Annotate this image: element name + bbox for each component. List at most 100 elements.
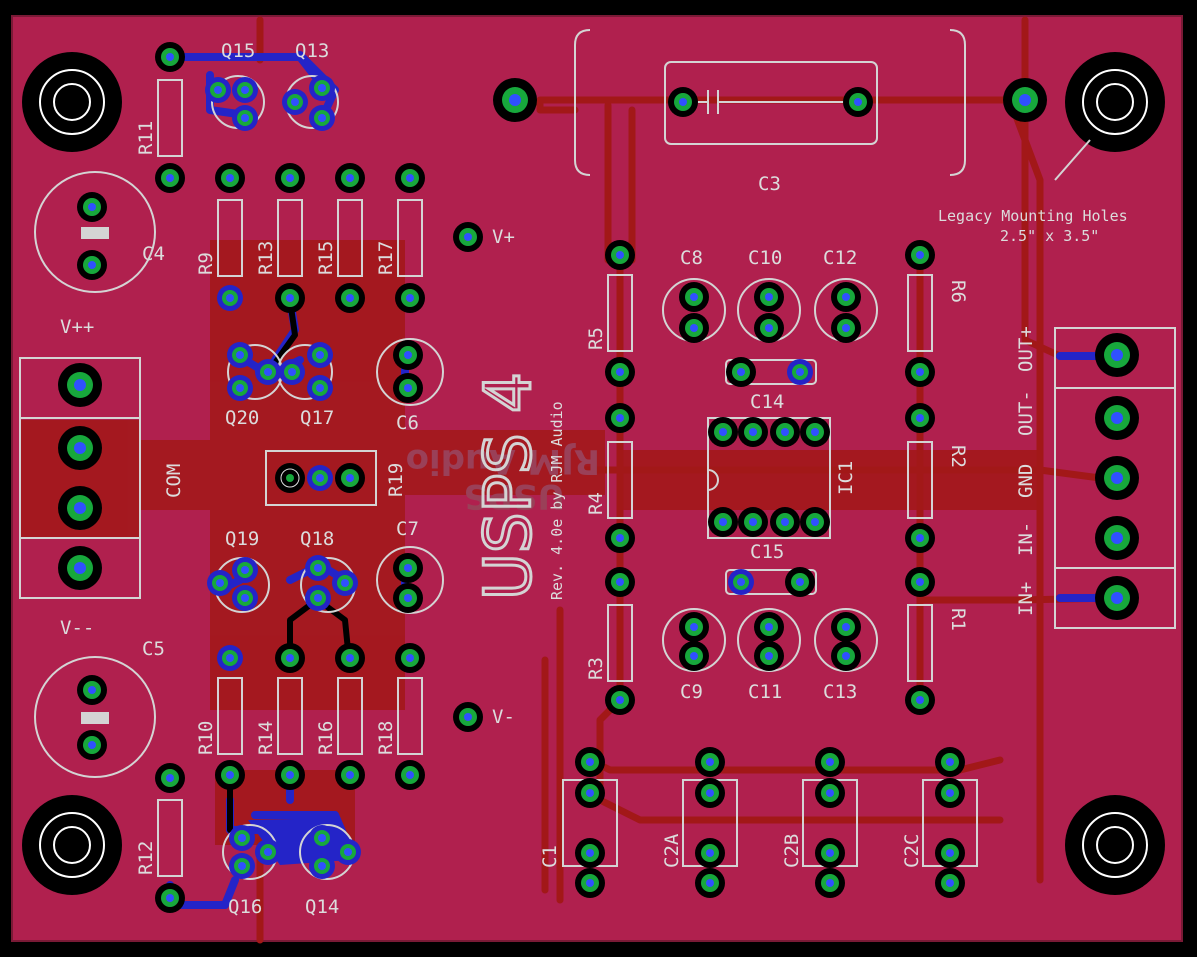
pad-drill	[842, 652, 850, 660]
pad-drill	[781, 428, 789, 436]
label-out-minus: OUT-	[1015, 390, 1037, 436]
pad-drill	[346, 654, 354, 662]
label-c1: C1	[539, 845, 561, 868]
pad-drill	[916, 368, 924, 376]
label-in-minus: IN-	[1015, 522, 1037, 556]
pad-drill	[706, 849, 714, 857]
pad-drill	[765, 293, 773, 301]
pad-drill	[88, 261, 96, 269]
pad-drill	[406, 771, 414, 779]
label-c11: C11	[748, 681, 782, 703]
label-r14: R14	[255, 721, 277, 755]
label-r16: R16	[315, 721, 337, 755]
pad-drill	[74, 442, 86, 454]
label-c13: C13	[823, 681, 857, 703]
pad-drill	[88, 203, 96, 211]
pad-drill	[74, 379, 86, 391]
label-c8: C8	[680, 247, 703, 269]
pad-drill	[826, 849, 834, 857]
pad-drill	[811, 518, 819, 526]
pad-drill	[796, 578, 804, 586]
pad-drill	[318, 834, 326, 842]
pad-drill	[1111, 412, 1123, 424]
pad-drill	[346, 474, 354, 482]
label-r17: R17	[375, 241, 397, 275]
pad-drill	[781, 518, 789, 526]
pad-drill	[318, 862, 326, 870]
pad-drill	[749, 518, 757, 526]
label-q14: Q14	[305, 896, 339, 918]
label-r4: R4	[585, 492, 607, 515]
pad-drill	[344, 848, 352, 856]
pad-drill	[690, 652, 698, 660]
pad-drill	[690, 293, 698, 301]
pad-drill	[916, 696, 924, 704]
pad-drill	[236, 351, 244, 359]
pads	[58, 42, 1139, 913]
label-c3: C3	[758, 173, 781, 195]
pad-drill	[946, 789, 954, 797]
pad-drill	[706, 758, 714, 766]
pad-drill	[842, 623, 850, 631]
pad-drill	[616, 251, 624, 259]
note-line-1: Legacy Mounting Holes	[938, 207, 1128, 225]
pad-drill	[316, 474, 324, 482]
board-title: USPS 4	[472, 372, 546, 600]
bottom-silk-text: RJM Audio USPS	[406, 441, 600, 516]
pad-drill	[719, 428, 727, 436]
pad-drill	[291, 98, 299, 106]
pad-drill	[226, 294, 234, 302]
pad-drill	[166, 774, 174, 782]
pad-drill	[719, 518, 727, 526]
label-r19: R19	[385, 463, 407, 497]
pad-drill	[916, 578, 924, 586]
pad-drill	[286, 654, 294, 662]
pad-drill	[406, 294, 414, 302]
label-vmm: V--	[60, 617, 94, 639]
pad-drill	[346, 174, 354, 182]
pad-drill	[690, 324, 698, 332]
label-r9: R9	[195, 252, 217, 275]
label-c7: C7	[396, 518, 419, 540]
mounting-holes	[22, 52, 1165, 895]
pad-drill	[406, 654, 414, 662]
pad-drill	[737, 578, 745, 586]
label-r13: R13	[255, 241, 277, 275]
pad-drill	[616, 696, 624, 704]
pad-drill	[226, 771, 234, 779]
label-r3: R3	[585, 657, 607, 680]
pad-drill	[737, 368, 745, 376]
pad-drill	[74, 502, 86, 514]
pad-drill	[690, 623, 698, 631]
pad-drill	[241, 114, 249, 122]
pad-drill	[796, 368, 804, 376]
pad-drill	[286, 771, 294, 779]
pad-drill	[238, 862, 246, 870]
pad-drill	[842, 293, 850, 301]
pad-drill	[264, 368, 272, 376]
label-c9: C9	[680, 681, 703, 703]
label-q19: Q19	[225, 528, 259, 550]
pad-drill	[679, 98, 687, 106]
pad-drill	[74, 562, 86, 574]
pad-drill	[749, 428, 757, 436]
pad-drill	[214, 86, 222, 94]
pad-drill	[166, 894, 174, 902]
pad-drill	[288, 368, 296, 376]
component-labels-vertical: R11 R9 R13 R15 R17 COM R19 R10 R14 R16 R…	[135, 121, 1037, 875]
pad-drill	[346, 294, 354, 302]
label-gnd: GND	[1015, 464, 1037, 498]
pad-drill	[586, 758, 594, 766]
pad-drill	[826, 879, 834, 887]
label-r2: R2	[947, 445, 969, 468]
label-r10: R10	[195, 721, 217, 755]
pad-drill	[811, 428, 819, 436]
pad-drill	[706, 879, 714, 887]
pad-drill	[946, 849, 954, 857]
label-c14: C14	[750, 391, 784, 413]
pad-drill	[318, 114, 326, 122]
pad-drill	[765, 652, 773, 660]
pad-drill	[241, 594, 249, 602]
label-c5: C5	[142, 638, 165, 660]
